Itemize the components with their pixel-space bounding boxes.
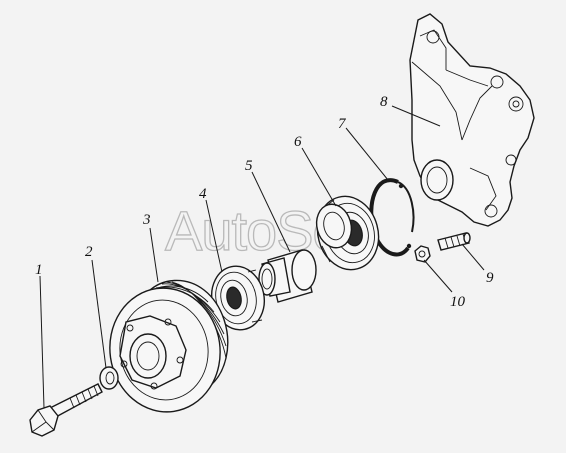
leader-5 [251,171,291,253]
part-2-washer [99,366,119,390]
part-4-ball-bearing [211,265,265,331]
callout-7: 7 [338,116,347,132]
callout-3: 3 [142,212,151,228]
leader-6 [301,147,337,207]
leader-3 [149,227,159,283]
callout-4: 4 [199,186,207,202]
callout-6: 6 [294,134,302,150]
leader-1 [39,275,45,409]
callout-2: 2 [85,244,93,260]
leader-9 [461,243,485,271]
callout-5: 5 [245,158,253,174]
leader-2 [91,259,107,369]
leader-7 [345,127,389,181]
callout-1: 1 [35,262,43,278]
leader-4 [205,199,223,273]
part-8-bracket [409,13,535,227]
part-6-ball-bearing [315,195,380,271]
part-3-pulley [109,279,229,413]
part-9-stud [437,232,471,251]
callout-8: 8 [380,94,388,110]
leader-10 [423,259,453,293]
part-10-nut [414,245,431,263]
callout-10: 10 [450,294,466,310]
part-1-bolt [29,383,103,437]
part-5-spacer [258,249,317,303]
leader-8 [391,105,441,127]
callout-9: 9 [486,270,494,286]
